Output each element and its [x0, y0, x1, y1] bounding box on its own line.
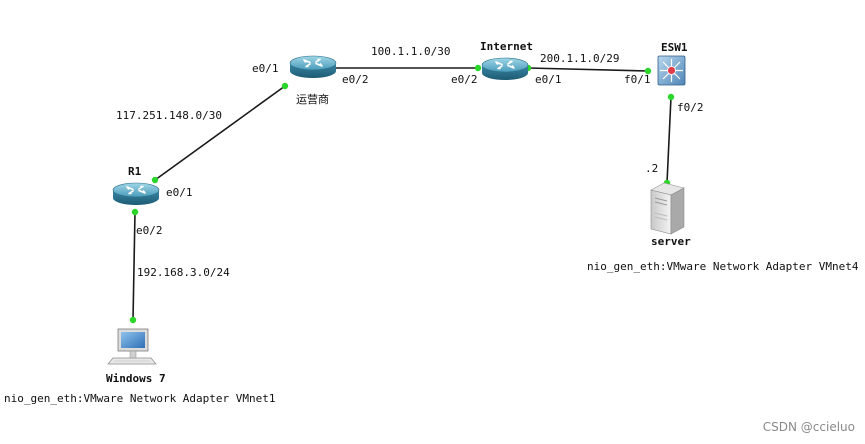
link-internet-esw1	[527, 67, 649, 72]
endpoint-dot	[474, 64, 482, 72]
endpoint-dot	[667, 93, 675, 101]
pc-windows7-icon[interactable]	[107, 328, 157, 365]
iface-r1-e02: e0/2	[136, 224, 163, 237]
network-label-internet-esw: 200.1.1.0/29	[540, 52, 620, 65]
switch-esw1-icon[interactable]	[657, 55, 686, 86]
links	[132, 67, 672, 321]
iface-esw1-f02: f0/2	[677, 101, 704, 114]
iface-r1-e01: e0/1	[166, 186, 193, 199]
node-label-esw1: ESW1	[661, 41, 688, 54]
network-label-r1-lan: 192.168.3.0/24	[137, 266, 230, 279]
iface-internet-e01: e0/1	[535, 73, 562, 86]
node-label-internet: Internet	[480, 40, 533, 53]
iface-esw1-f01: f0/1	[624, 73, 651, 86]
router-internet-icon[interactable]	[481, 57, 529, 81]
network-label-isp-internet: 100.1.1.0/30	[371, 45, 451, 58]
server-icon[interactable]	[650, 182, 685, 235]
endpoint-dot	[151, 176, 159, 184]
endpoint-dot	[129, 316, 137, 324]
server-address-label: .2	[645, 162, 659, 175]
endpoint-dot	[131, 208, 139, 216]
node-label-isp: 运营商	[296, 93, 329, 106]
iface-isp-e02: e0/2	[342, 73, 369, 86]
adapter-label-win7: nio_gen_eth:VMware Network Adapter VMnet…	[4, 392, 276, 405]
adapter-label-server: nio_gen_eth:VMware Network Adapter VMnet…	[587, 260, 859, 273]
network-label-r1-isp: 117.251.148.0/30	[116, 109, 222, 122]
node-label-win7: Windows 7	[106, 372, 166, 385]
endpoint-dot	[644, 67, 652, 75]
iface-internet-e02: e0/2	[451, 73, 478, 86]
link-r1-isp	[154, 85, 286, 181]
watermark: CSDN @ccieluo	[762, 420, 855, 434]
endpoint-dot	[281, 82, 289, 90]
node-label-server: server	[651, 235, 691, 248]
iface-isp-e01: e0/1	[252, 62, 279, 75]
link-endpoints	[129, 64, 675, 324]
router-r1-icon[interactable]	[112, 182, 160, 206]
router-isp-icon[interactable]	[289, 55, 337, 79]
link-esw1-server	[666, 96, 672, 184]
node-label-r1: R1	[128, 165, 142, 178]
link-r1-win7	[132, 211, 136, 321]
